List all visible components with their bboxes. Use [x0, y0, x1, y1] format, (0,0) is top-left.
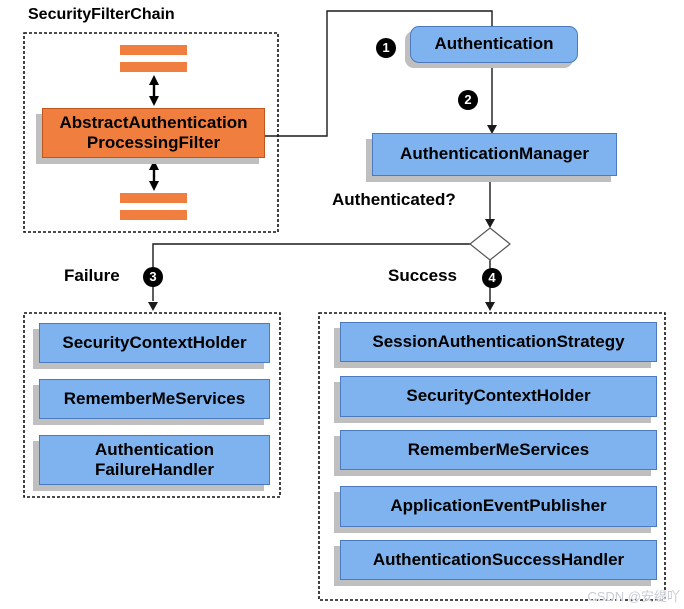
step-2-badge: 2 — [458, 90, 478, 110]
arrow-authentication-to-manager — [487, 63, 497, 134]
success-handler-application-event-publisher: ApplicationEventPublisher — [340, 486, 657, 527]
success-handler-authentication-success-handler: AuthenticationSuccessHandler — [340, 540, 657, 580]
failure-handler-security-context-holder: SecurityContextHolder — [39, 323, 270, 363]
filter-chain-bar-3 — [120, 193, 187, 203]
filter-chain-bar-1 — [120, 45, 187, 55]
success-handler-security-context-holder: SecurityContextHolder — [340, 376, 657, 417]
failure-handler-authentication-failure-handler: Authentication FailureHandler — [39, 435, 270, 485]
step-4-badge: 4 — [482, 268, 502, 288]
decision-diamond — [469, 227, 511, 261]
abstract-authentication-processing-filter-node: AbstractAuthentication ProcessingFilter — [42, 108, 265, 158]
double-arrow-bottom — [149, 160, 159, 191]
success-handler-session-authentication-strategy: SessionAuthenticationStrategy — [340, 322, 657, 362]
step-3-badge: 3 — [143, 267, 163, 287]
failure-label: Failure — [64, 266, 120, 285]
authenticated-question-label: Authenticated? — [332, 190, 456, 209]
filter-chain-bar-4 — [120, 210, 187, 220]
filter-chain-bar-2 — [120, 62, 187, 72]
success-handler-remember-me-services: RememberMeServices — [340, 430, 657, 470]
success-label: Success — [388, 266, 457, 285]
failure-handler-remember-me-services: RememberMeServices — [39, 379, 270, 419]
authentication-manager-node: AuthenticationManager — [372, 133, 617, 176]
security-filter-chain-title: SecurityFilterChain — [28, 6, 175, 23]
csdn-watermark: CSDN @安缇吖 — [587, 589, 680, 604]
authentication-node: Authentication — [410, 26, 578, 63]
double-arrow-top — [149, 75, 159, 106]
arrow-manager-to-diamond — [485, 176, 495, 228]
step-1-badge: 1 — [376, 38, 396, 58]
